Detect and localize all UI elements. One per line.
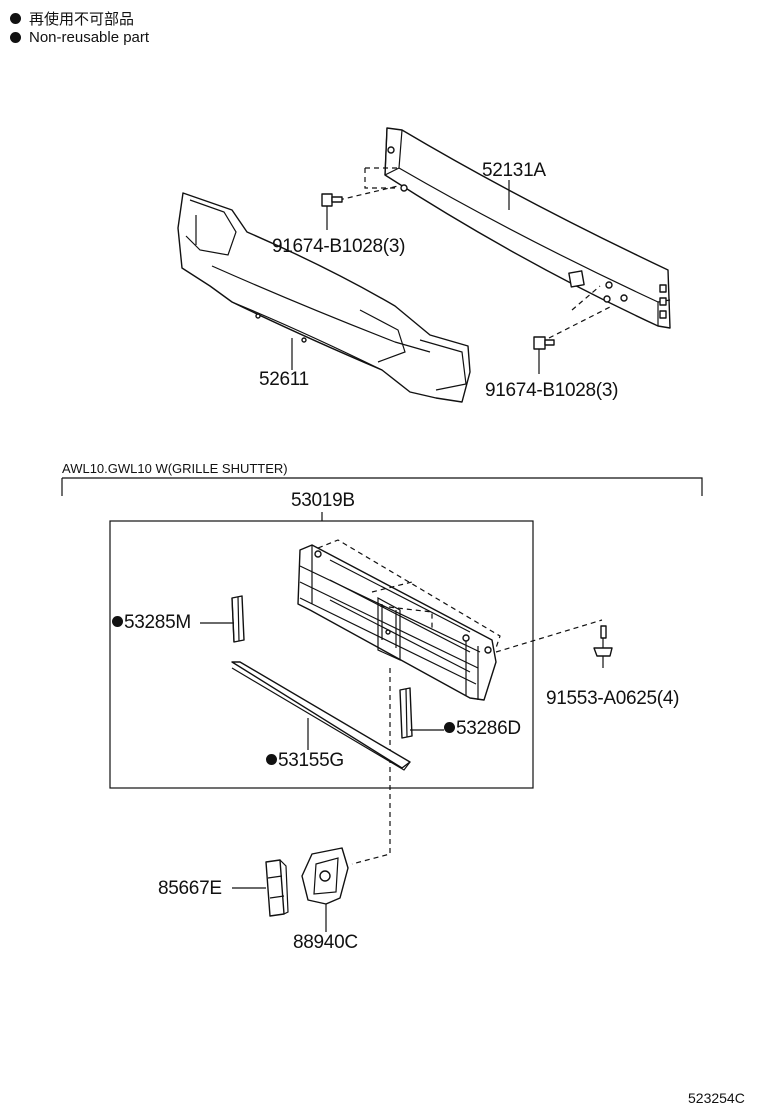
non-reusable-dot-icon	[10, 13, 21, 24]
part-label-53019b: 53019B	[291, 490, 355, 511]
part-label-53285m: 53285M	[112, 612, 191, 634]
part-label-screw: 91553-A0625(4)	[546, 688, 680, 709]
part-label-53155g: 53155G	[266, 750, 344, 772]
legend-en: Non-reusable part	[10, 29, 149, 46]
bolt-lower-part[interactable]	[533, 336, 555, 374]
shutter-assembly-box	[109, 520, 534, 789]
grille-shutter-assembly-part[interactable]	[297, 544, 497, 701]
screw-part[interactable]	[593, 625, 613, 668]
part-label-bolt-upper: 91674-B1028(3)	[272, 236, 406, 257]
part-label-52611: 52611	[259, 369, 309, 390]
bracket-85667e-part[interactable]	[265, 859, 289, 917]
part-label-88940c: 88940C	[293, 932, 358, 953]
legend-en-text: Non-reusable part	[29, 29, 150, 46]
non-reusable-dot-icon	[444, 722, 455, 733]
energy-absorber-part[interactable]	[177, 192, 471, 403]
bolt-upper-part[interactable]	[321, 193, 343, 230]
seal-53155g-part[interactable]	[231, 661, 411, 771]
legend-jp: 再使用不可部品	[10, 8, 134, 29]
actuator-88940c-part[interactable]	[301, 847, 349, 905]
part-label-52131a: 52131A	[482, 160, 546, 181]
non-reusable-dot-icon	[10, 32, 21, 43]
part-label-bolt-lower: 91674-B1028(3)	[485, 380, 619, 401]
part-label-53286d: 53286D	[444, 718, 521, 740]
legend-jp-text: 再使用不可部品	[29, 11, 135, 28]
seal-53286d-part[interactable]	[399, 687, 413, 739]
seal-53285m-part[interactable]	[231, 595, 245, 643]
bumper-reinforcement-part[interactable]	[384, 127, 671, 329]
section-condition: AWL10.GWL10 W(GRILLE SHUTTER)	[62, 461, 288, 476]
non-reusable-dot-icon	[112, 616, 123, 627]
non-reusable-dot-icon	[266, 754, 277, 765]
part-label-85667e: 85667E	[158, 878, 222, 899]
illustration-code: 523254C	[688, 1090, 745, 1106]
